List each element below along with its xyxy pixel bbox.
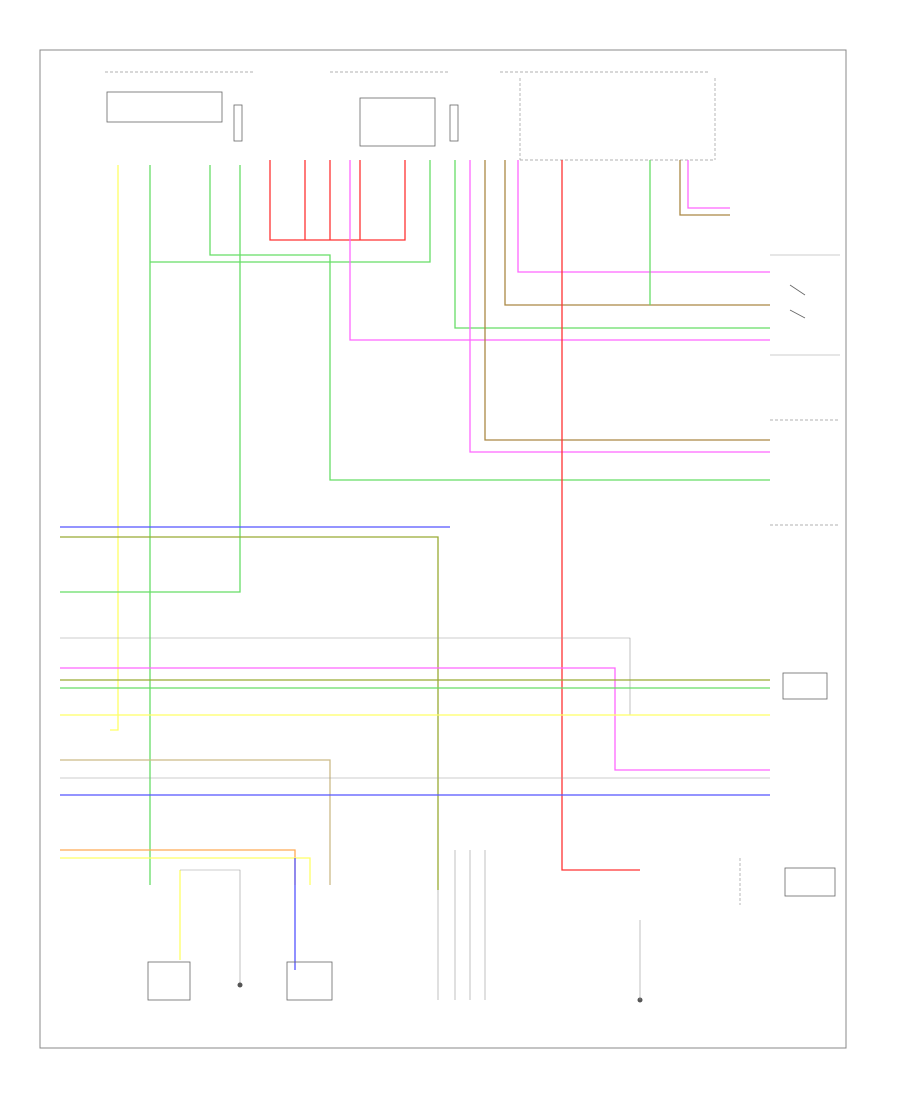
sensor-box [782, 672, 828, 700]
wire-pink-module [687, 160, 730, 209]
ground-point-1 [237, 982, 243, 988]
wire-gray-1 [60, 637, 631, 715]
wire-tan-1 [60, 759, 331, 885]
wire-olive-1 [60, 536, 439, 890]
fuse-1 [233, 104, 243, 142]
switch-contact-1 [789, 284, 806, 296]
fuse-2 [449, 104, 459, 142]
wire-brown-2 [484, 160, 770, 441]
wire-orange-1 [60, 849, 296, 885]
wire-pink-1 [349, 160, 770, 341]
wire-green-5 [454, 160, 770, 329]
steering-angle-sensor [784, 867, 836, 897]
wire-brown-1 [504, 160, 770, 306]
diagram-frame [39, 49, 847, 1049]
switch-contact-2 [789, 309, 806, 319]
brake-booster-sensor [286, 961, 333, 1001]
fuse-relay-box [106, 91, 223, 123]
wire-yellow-left [110, 165, 119, 731]
wire-pink-2 [517, 160, 770, 273]
wire-red-1 [269, 160, 406, 241]
wire-green-3 [60, 165, 241, 593]
wire-green-4 [150, 160, 431, 263]
wire-gray-3 [180, 869, 241, 985]
relay-box [359, 97, 436, 147]
wire-green-2 [209, 165, 770, 481]
wire-red-long [561, 160, 640, 871]
wire-brown-module [679, 160, 730, 216]
wire-pink-4 [60, 667, 770, 771]
wire-yellow-3 [60, 857, 311, 885]
brake-fluid-level-switch [147, 961, 191, 1001]
wire-pink-3 [469, 160, 770, 453]
